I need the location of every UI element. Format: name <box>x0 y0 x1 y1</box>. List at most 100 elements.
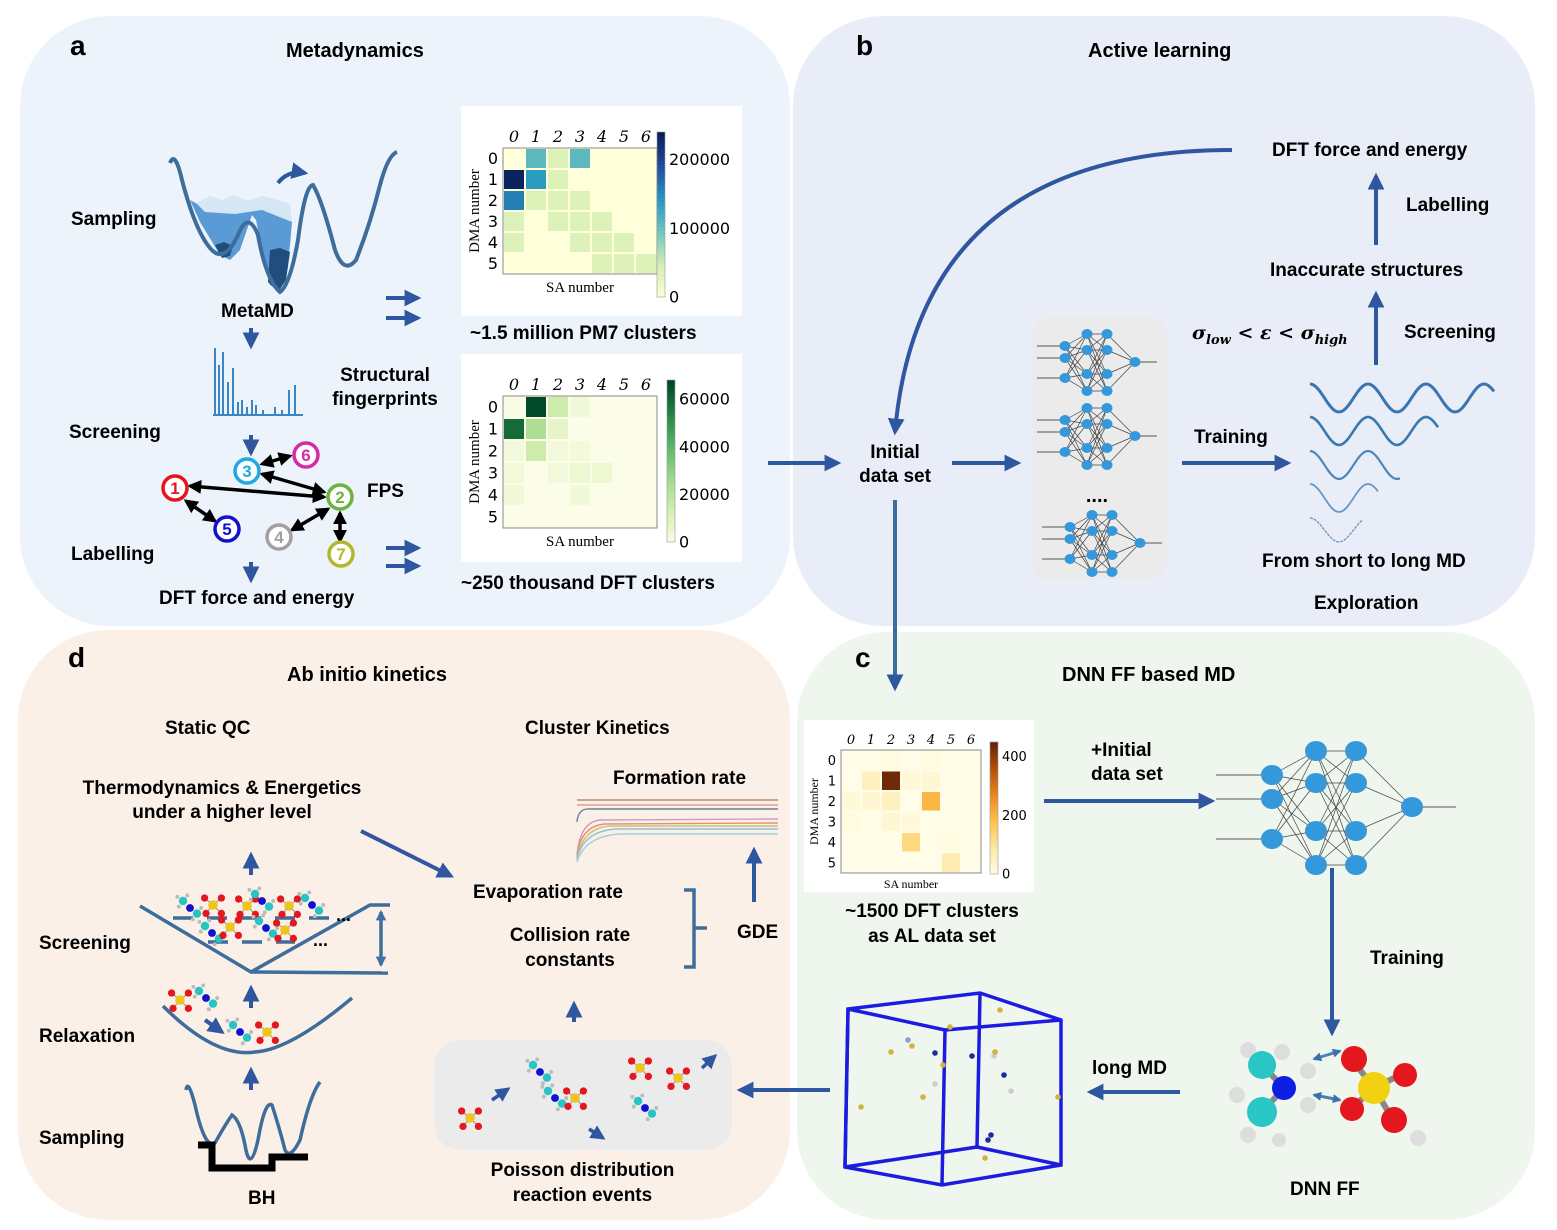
x-axis-label: SA number <box>546 534 614 550</box>
colorbar-frame <box>666 379 676 543</box>
nn-ellipsis: .... <box>1086 485 1108 507</box>
heatmap-cell <box>526 233 546 252</box>
heatmap-cell <box>592 212 612 231</box>
colorbar-segment <box>667 537 675 543</box>
heatmap-cell <box>636 149 656 168</box>
heatmap-cell <box>570 191 590 210</box>
md-particles <box>858 1007 1061 1161</box>
heatmap-cell <box>636 463 656 483</box>
heatmap-cell <box>614 463 634 483</box>
x-tick-label: 0 <box>847 733 855 748</box>
heatmap-cell <box>842 751 860 770</box>
heatmap-cell <box>922 771 940 790</box>
fps-node-6: 6 <box>292 441 320 469</box>
svg-text:1: 1 <box>170 479 179 498</box>
colorbar-segment <box>990 817 998 822</box>
colorbar-segment <box>667 497 675 503</box>
heatmap-cell <box>526 507 546 527</box>
dnn-network-icon <box>1216 741 1456 875</box>
colorbar-segment <box>667 384 675 389</box>
label-evaporation-rate: Evaporation rate <box>473 882 623 903</box>
label-dnn-ff: DNN FF <box>1290 1179 1360 1200</box>
sulfuric-acid-molecule <box>457 1107 483 1131</box>
heatmap-cell <box>526 191 546 210</box>
md-particle <box>982 1155 988 1161</box>
heatmap-cell <box>548 254 568 273</box>
heatmap-frame <box>840 749 982 874</box>
y-tick-label: 0 <box>488 149 498 168</box>
colorbar-tick-label: 20000 <box>679 485 730 504</box>
heatmap-cell <box>570 485 590 505</box>
y-tick-label: 5 <box>488 254 498 273</box>
heatmap-cell <box>942 833 960 852</box>
heatmap-cell <box>504 463 524 483</box>
colorbar-segment <box>667 396 675 401</box>
x-tick-label: 0 <box>509 127 519 146</box>
x-tick-label: 1 <box>867 733 875 748</box>
colorbar-segment <box>667 388 675 393</box>
heatmap-cell <box>614 441 634 461</box>
y-axis-label: DMA number <box>467 169 483 253</box>
colorbar-segment <box>657 173 665 178</box>
md-particle <box>992 1049 998 1055</box>
colorbar-segment <box>657 152 665 158</box>
label-training-b: Training <box>1194 427 1268 448</box>
heatmap-cell <box>504 441 524 461</box>
heatmap-cell <box>842 853 860 872</box>
heatmap-cell <box>504 254 524 273</box>
colorbar-segment <box>667 424 675 430</box>
colorbar-segment <box>990 808 998 812</box>
colorbar-segment <box>667 456 675 462</box>
colorbar-segment <box>990 857 998 862</box>
label-screening-d: Screening <box>39 933 131 954</box>
heatmap-cell <box>636 212 656 231</box>
md-particle <box>858 1104 864 1110</box>
colorbar-segment <box>657 218 665 224</box>
heatmap-cell <box>636 254 656 273</box>
colorbar-segment <box>990 784 998 789</box>
colorbar-segment <box>667 517 675 523</box>
heatmap-cell <box>548 191 568 210</box>
label-labelling-a: Labelling <box>71 544 155 565</box>
heatmap-cell <box>526 463 546 483</box>
y-tick-label: 4 <box>828 836 836 851</box>
heatmap-cell <box>570 419 590 439</box>
colorbar-segment <box>657 165 665 170</box>
heatmap-cell <box>882 792 900 811</box>
heatmap-cell <box>592 463 612 483</box>
x-tick-label: 5 <box>947 733 955 748</box>
colorbar-segment <box>667 477 675 482</box>
colorbar-segment <box>657 202 665 207</box>
heatmap-cell <box>942 751 960 770</box>
label-bh: BH <box>248 1188 276 1209</box>
colorbar-segment <box>667 461 675 466</box>
sulfuric-acid-molecule <box>217 916 243 940</box>
y-tick-label: 0 <box>828 754 836 769</box>
md-particle <box>932 1081 938 1087</box>
x-tick-label: 6 <box>641 127 651 146</box>
colorbar-segment <box>990 841 998 845</box>
panel-title-a: Metadynamics <box>286 40 424 62</box>
screening-ellipsis-1: ... <box>336 905 351 925</box>
label-dft-b: DFT force and energy <box>1272 140 1468 161</box>
x-tick-label: 2 <box>886 733 895 748</box>
y-tick-label: 3 <box>828 815 836 830</box>
heatmap-cell <box>504 419 524 439</box>
panel-title-c: DNN FF based MD <box>1062 664 1236 686</box>
heatmap-cell <box>636 441 656 461</box>
heatmap-cell <box>592 191 612 210</box>
heatmap-frame <box>502 147 658 275</box>
label-plus-initial: +Initial data set <box>1091 740 1163 786</box>
arrow-to-evaporation <box>360 829 455 878</box>
heatmap-cell <box>882 833 900 852</box>
colorbar-segment <box>657 210 665 216</box>
colorbar-frame <box>989 741 999 875</box>
label-collision-1: Collision rate <box>509 925 631 946</box>
colorbar-segment <box>657 247 665 253</box>
colorbar-segment <box>990 850 998 855</box>
colorbar-segment <box>990 801 998 806</box>
colorbar-segment <box>657 185 665 191</box>
dma-molecule <box>247 886 276 915</box>
heatmap-cell <box>614 507 634 527</box>
